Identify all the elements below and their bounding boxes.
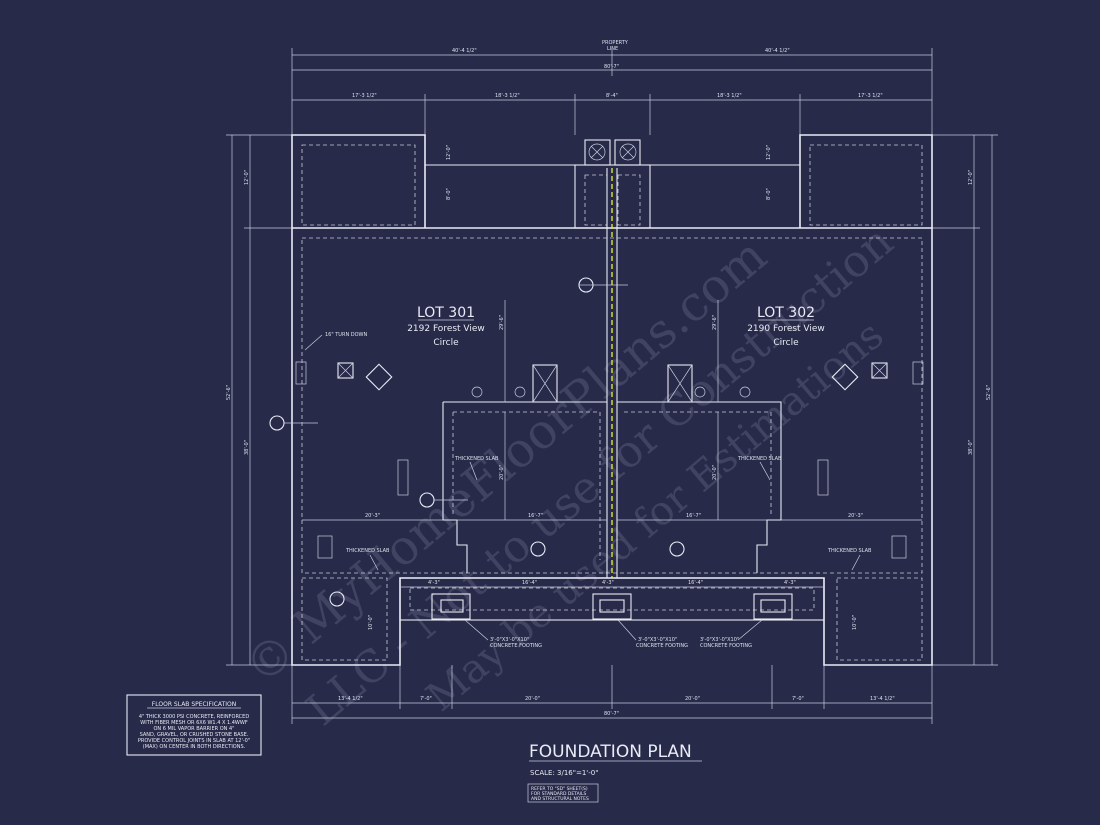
dim-int-14: 10'-0" [368, 615, 374, 630]
dim-int-7: 16'-4" [522, 580, 537, 586]
lot-301-address-2: Circle [433, 338, 459, 348]
note-refer-2: FOR STANDARD DETAILS [531, 791, 586, 797]
lot-301-address-1: 2192 Forest View [407, 324, 485, 334]
dim-int-13: 20'-0" [712, 465, 718, 480]
foundation-outline [291, 134, 933, 666]
note-footing-2a: 3'-0"X3'-0"X10" [638, 637, 677, 643]
bottom-dimensions: 13'-4 1/2" 7'-0" 20'-0" 20'-0" 7'-0" 13'… [291, 665, 933, 724]
note-turn-down: 16" TURN DOWN [325, 332, 367, 338]
plan-title-block: FOUNDATION PLAN SCALE: 3/16"=1'-0" REFER… [527, 742, 702, 803]
slab-spec-title: FLOOR SLAB SPECIFICATION [152, 701, 236, 708]
dim-top-row2-4: 18'-3 1/2" [717, 93, 742, 99]
dim-int-3: 16'-7" [686, 513, 701, 519]
side-dimensions: 52'-6" 38'-0" 12'-0" 52'-6" 38'-0" 12'-0… [226, 134, 998, 666]
lot-301-label: LOT 301 2192 Forest View Circle [407, 305, 485, 348]
dim-left-inner: 38'-0" [244, 440, 250, 455]
annotations: 16" TURN DOWN THICKENED SLAB THICKENED S… [269, 277, 872, 649]
slab-spec-line-3: ON 6 MIL VAPOR BARRIER ON 4" [154, 726, 235, 732]
lot-301-title: LOT 301 [417, 305, 475, 321]
dim-bottom-3: 20'-0" [525, 696, 540, 702]
slab-spec-line-1: 4" THICK 3000 PSI CONCRETE, REINFORCED [139, 714, 250, 720]
dim-bottom-2: 7'-0" [420, 696, 432, 702]
dim-top-row2-2: 18'-3 1/2" [495, 93, 520, 99]
dim-top-row2-1: 17'-3 1/2" [352, 93, 377, 99]
dim-int-19: 12'-0" [766, 145, 772, 160]
note-refer-1: REFER TO "SD" SHEET(S) [531, 786, 588, 792]
note-footing-2b: CONCRETE FOOTING [636, 643, 688, 649]
dim-top-row2-5: 17'-3 1/2" [858, 93, 883, 99]
dim-top-right: 40'-4 1/2" [765, 48, 790, 54]
note-footing-3b: CONCRETE FOOTING [700, 643, 752, 649]
slab-spec-line-6: (MAX) ON CENTER IN BOTH DIRECTIONS. [143, 744, 246, 750]
dim-bottom-6: 13'-4 1/2" [870, 696, 895, 702]
lot-302-title: LOT 302 [757, 305, 815, 321]
property-line-label-2: LINE [607, 46, 618, 52]
dim-right-inner: 38'-0" [968, 440, 974, 455]
floor-slab-specification: FLOOR SLAB SPECIFICATION 4" THICK 3000 P… [126, 694, 262, 756]
dim-int-12: 20'-0" [499, 465, 505, 480]
lot-302-label: LOT 302 2190 Forest View Circle [747, 305, 825, 348]
note-footing-1a: 3'-0"X3'-0"X10" [490, 637, 529, 643]
dim-top-overall: 80'-7" [604, 64, 619, 70]
plan-scale: SCALE: 3/16"=1'-0" [530, 769, 598, 777]
dim-top-row2-3: 8'-4" [606, 93, 618, 99]
plan-title: FOUNDATION PLAN [529, 742, 692, 762]
watermark-line-3: May be used for Estimations [418, 312, 892, 721]
dim-int-4: 20'-3" [848, 513, 863, 519]
dim-int-17: 8'-0" [766, 188, 772, 200]
dim-bottom-4: 20'-0" [685, 696, 700, 702]
dim-int-8: 16'-4" [688, 580, 703, 586]
note-thickened-right: THICKENED SLAB [737, 456, 782, 462]
slab-spec-line-5: PROVIDE CONTROL JOINTS IN SLAB AT 12'-0" [138, 738, 250, 744]
note-footing-3a: 3'-0"X3'-0"X10" [700, 637, 739, 643]
slab-spec-line-2: WITH FIBER MESH OR 6X6 W1.4 X 1.4WWF [140, 720, 248, 726]
note-thickened-br: THICKENED SLAB [827, 548, 872, 554]
dim-right-top: 12'-0" [968, 170, 974, 185]
property-line-label-1: PROPERTY [602, 40, 629, 46]
slab-spec-line-4: SAND, GRAVEL, OR CRUSHED STONE BASE. [140, 732, 249, 738]
dim-left-outer: 52'-6" [226, 385, 232, 400]
lot-302-address-2: Circle [773, 338, 799, 348]
note-thickened-bl: THICKENED SLAB [345, 548, 390, 554]
dim-int-15: 10'-0" [852, 615, 858, 630]
lot-302-address-1: 2190 Forest View [747, 324, 825, 334]
dim-int-6: 4'-3" [784, 580, 796, 586]
dim-int-16: 8'-0" [446, 188, 452, 200]
dim-int-5: 4'-3" [428, 580, 440, 586]
dim-bottom-overall: 80'-7" [604, 711, 619, 717]
dim-right-outer: 52'-6" [986, 385, 992, 400]
note-footing-1b: CONCRETE FOOTING [490, 643, 542, 649]
dim-bottom-5: 7'-0" [792, 696, 804, 702]
dim-int-10: 29'-6" [499, 315, 505, 330]
dim-left-top: 12'-0" [244, 170, 250, 185]
note-thickened-left: THICKENED SLAB [454, 456, 499, 462]
interior-dimensions: 20'-3" 16'-7" 16'-7" 20'-3" 4'-3" 4'-3" … [302, 145, 922, 630]
dim-int-11: 29'-6" [712, 315, 718, 330]
top-dimensions: 40'-4 1/2" 40'-4 1/2" 80'-7" 17'-3 1/2" … [291, 40, 933, 135]
dim-top-left: 40'-4 1/2" [452, 48, 477, 54]
dim-int-18: 12'-0" [446, 145, 452, 160]
dim-bottom-1: 13'-4 1/2" [338, 696, 363, 702]
dim-int-1: 20'-3" [365, 513, 380, 519]
dim-int-9: 4'-3" [602, 580, 614, 586]
note-refer-3: AND STRUCTURAL NOTES [531, 796, 589, 802]
dim-int-2: 16'-7" [528, 513, 543, 519]
